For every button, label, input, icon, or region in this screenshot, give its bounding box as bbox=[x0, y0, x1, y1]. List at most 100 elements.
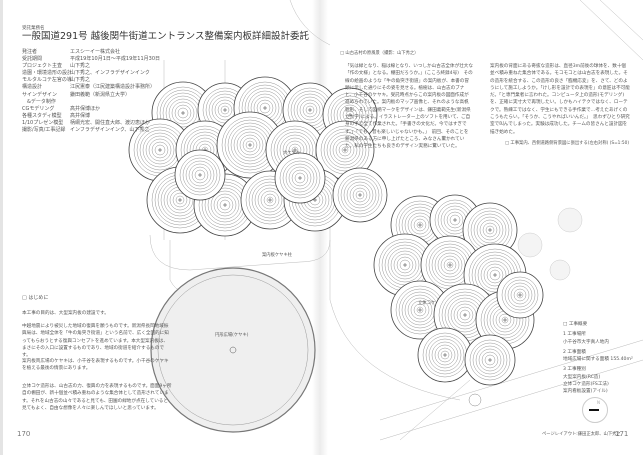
canopy-contour bbox=[437, 347, 453, 363]
credit-value: エスシーイー株式会社 bbox=[70, 49, 121, 55]
tree-center-mark bbox=[518, 293, 522, 297]
canopy-contour bbox=[335, 140, 355, 160]
credit-value: 鎌田義範（新潟県立大学） bbox=[70, 91, 131, 98]
credit-value: 江尻憲泰（江尻建築構造設計事務所） bbox=[70, 84, 156, 91]
tree-center-mark bbox=[223, 108, 227, 112]
canopy-contour bbox=[168, 98, 198, 128]
canopy-contour bbox=[479, 219, 501, 241]
canopy-contour bbox=[213, 193, 237, 217]
credits-list: 発注者エスシーイー株式会社受託期間平成19年10月1日〜平成19年11月30日プ… bbox=[22, 49, 160, 134]
credit-role: CGモデリング bbox=[22, 105, 55, 112]
overview-item-value: 小千谷市大字真人地内 bbox=[563, 339, 609, 345]
canopy-contour bbox=[299, 99, 321, 121]
survey-line bbox=[399, 379, 471, 441]
tree-center-mark bbox=[443, 353, 447, 357]
canopy-contour bbox=[216, 196, 234, 214]
canopy-contour bbox=[472, 342, 508, 378]
canopy-contour bbox=[501, 276, 539, 314]
intro-p3: 案内板両広場のケヤキは、小千谷を表現するものです。小千谷のケヤキを植える最後の情… bbox=[22, 359, 169, 372]
credit-row: 発注者エスシーイー株式会社 bbox=[22, 49, 160, 56]
canopy-contour bbox=[482, 222, 498, 238]
canopy-contour bbox=[337, 172, 383, 218]
canopy-contour bbox=[459, 309, 471, 321]
tree-center-mark bbox=[493, 273, 497, 277]
canopy-contour bbox=[151, 141, 169, 159]
canopy-contour bbox=[305, 105, 315, 115]
plaza-label: 円形広場(ケヤキ) bbox=[215, 333, 249, 338]
canopy-contour bbox=[185, 160, 215, 190]
canopy-contour bbox=[440, 255, 460, 275]
canopy-contour bbox=[194, 169, 206, 181]
canopy-contour bbox=[294, 172, 306, 184]
road-edge bbox=[289, 0, 331, 46]
canopy-contour bbox=[489, 269, 501, 281]
canopy-contour bbox=[326, 131, 364, 169]
canopy-contour bbox=[291, 146, 299, 154]
page-number-left: 170 bbox=[17, 430, 31, 438]
credit-row: CGモデリング高井保博ほか bbox=[22, 106, 160, 113]
tree-center-mark bbox=[463, 313, 467, 317]
credit-role: 撮影/写真/工事記録 bbox=[22, 127, 66, 134]
credit-row: サインデザイン 鎌田義範（新潟県立大学） bbox=[22, 92, 160, 99]
canopy-contour bbox=[428, 338, 462, 372]
credit-value: 山下秀之 bbox=[70, 63, 91, 70]
canopy-contour bbox=[425, 335, 465, 375]
tree-center-mark bbox=[348, 113, 352, 117]
tree-center-mark bbox=[158, 148, 162, 152]
tree-center-mark bbox=[453, 218, 457, 222]
canopy-contour bbox=[469, 339, 511, 381]
credit-value: 平成19年10月1日〜平成19年11月30日 bbox=[70, 56, 160, 63]
canopy-contour bbox=[177, 107, 189, 119]
overview-item: 1 工事場所小千谷市大字真人地内 bbox=[563, 331, 641, 346]
canopy-contour bbox=[507, 282, 533, 308]
canopy-contour bbox=[352, 187, 368, 203]
canopy-contour bbox=[145, 135, 175, 165]
existing-tree bbox=[517, 232, 543, 258]
canopy-contour bbox=[510, 285, 530, 305]
canopy-contour bbox=[302, 102, 318, 118]
hatch-line bbox=[579, 0, 643, 61]
north-arrow-icon bbox=[589, 409, 599, 411]
existing-tree bbox=[549, 259, 571, 281]
canopy-contour bbox=[329, 134, 361, 166]
tree-center-mark bbox=[358, 193, 362, 197]
credit-row: プロジェクト主査山下秀之 bbox=[22, 63, 160, 70]
page-edge bbox=[0, 0, 3, 455]
tree-center-mark bbox=[418, 223, 422, 227]
overview-heading: □ 工事概要 bbox=[563, 322, 588, 327]
canopy-contour bbox=[349, 184, 371, 206]
credit-row: &データ制作 bbox=[22, 99, 160, 106]
credit-row: 造園・環境造形の設計山下秀之、インフラデザインインク bbox=[22, 70, 160, 77]
canopy-contour bbox=[484, 354, 496, 366]
tree-center-mark bbox=[178, 198, 182, 202]
overview-heading-text: 工事概要 bbox=[568, 322, 588, 327]
canopy-contour bbox=[191, 166, 209, 184]
canopy-contour bbox=[219, 199, 231, 211]
credit-role: サインデザイン bbox=[22, 91, 58, 98]
canopy-contour bbox=[154, 144, 166, 156]
overview-item: 2 工事面積地域広場に関する面積 155.40m² bbox=[563, 349, 641, 364]
existing-tree bbox=[557, 207, 583, 233]
road-edge bbox=[329, 299, 461, 401]
overview-item-value: 大型案内板(RC造) 立体コケ造形(FS工法) 案内看板設置(アイル) bbox=[563, 374, 609, 395]
plan-caption-right: □ 工事案内、西側道路側背景図に張出する(左右対称) (S=1:50) bbox=[505, 141, 630, 146]
canopy-contour bbox=[481, 351, 499, 369]
canopy-contour bbox=[259, 102, 271, 114]
credit-row: モルタルコテ左官の導山下秀之 bbox=[22, 77, 160, 84]
tree-center-mark bbox=[298, 176, 302, 180]
sign-label: 案内板ケヤキ柱 bbox=[262, 253, 293, 258]
page-number-right: 171 bbox=[615, 430, 629, 438]
tree-center-mark bbox=[448, 263, 452, 267]
credit-value: 山下秀之、インフラデザインインク bbox=[70, 70, 150, 77]
intro-p2: 中越地震により被災した地域の復興を願うものです。新潟県長岡地域振興局は、地域全体… bbox=[22, 324, 169, 359]
canopy-contour bbox=[504, 279, 536, 311]
canopy-contour bbox=[323, 128, 367, 172]
canopy-contour bbox=[239, 134, 261, 156]
canopy-contour bbox=[413, 303, 427, 317]
credit-row: 構造設計江尻憲泰（江尻建築構造設計事務所） bbox=[22, 84, 160, 91]
canopy-contour bbox=[217, 102, 233, 118]
canopy-contour bbox=[266, 196, 274, 204]
canopy-contour bbox=[440, 350, 450, 360]
canopy-contour bbox=[172, 192, 188, 208]
